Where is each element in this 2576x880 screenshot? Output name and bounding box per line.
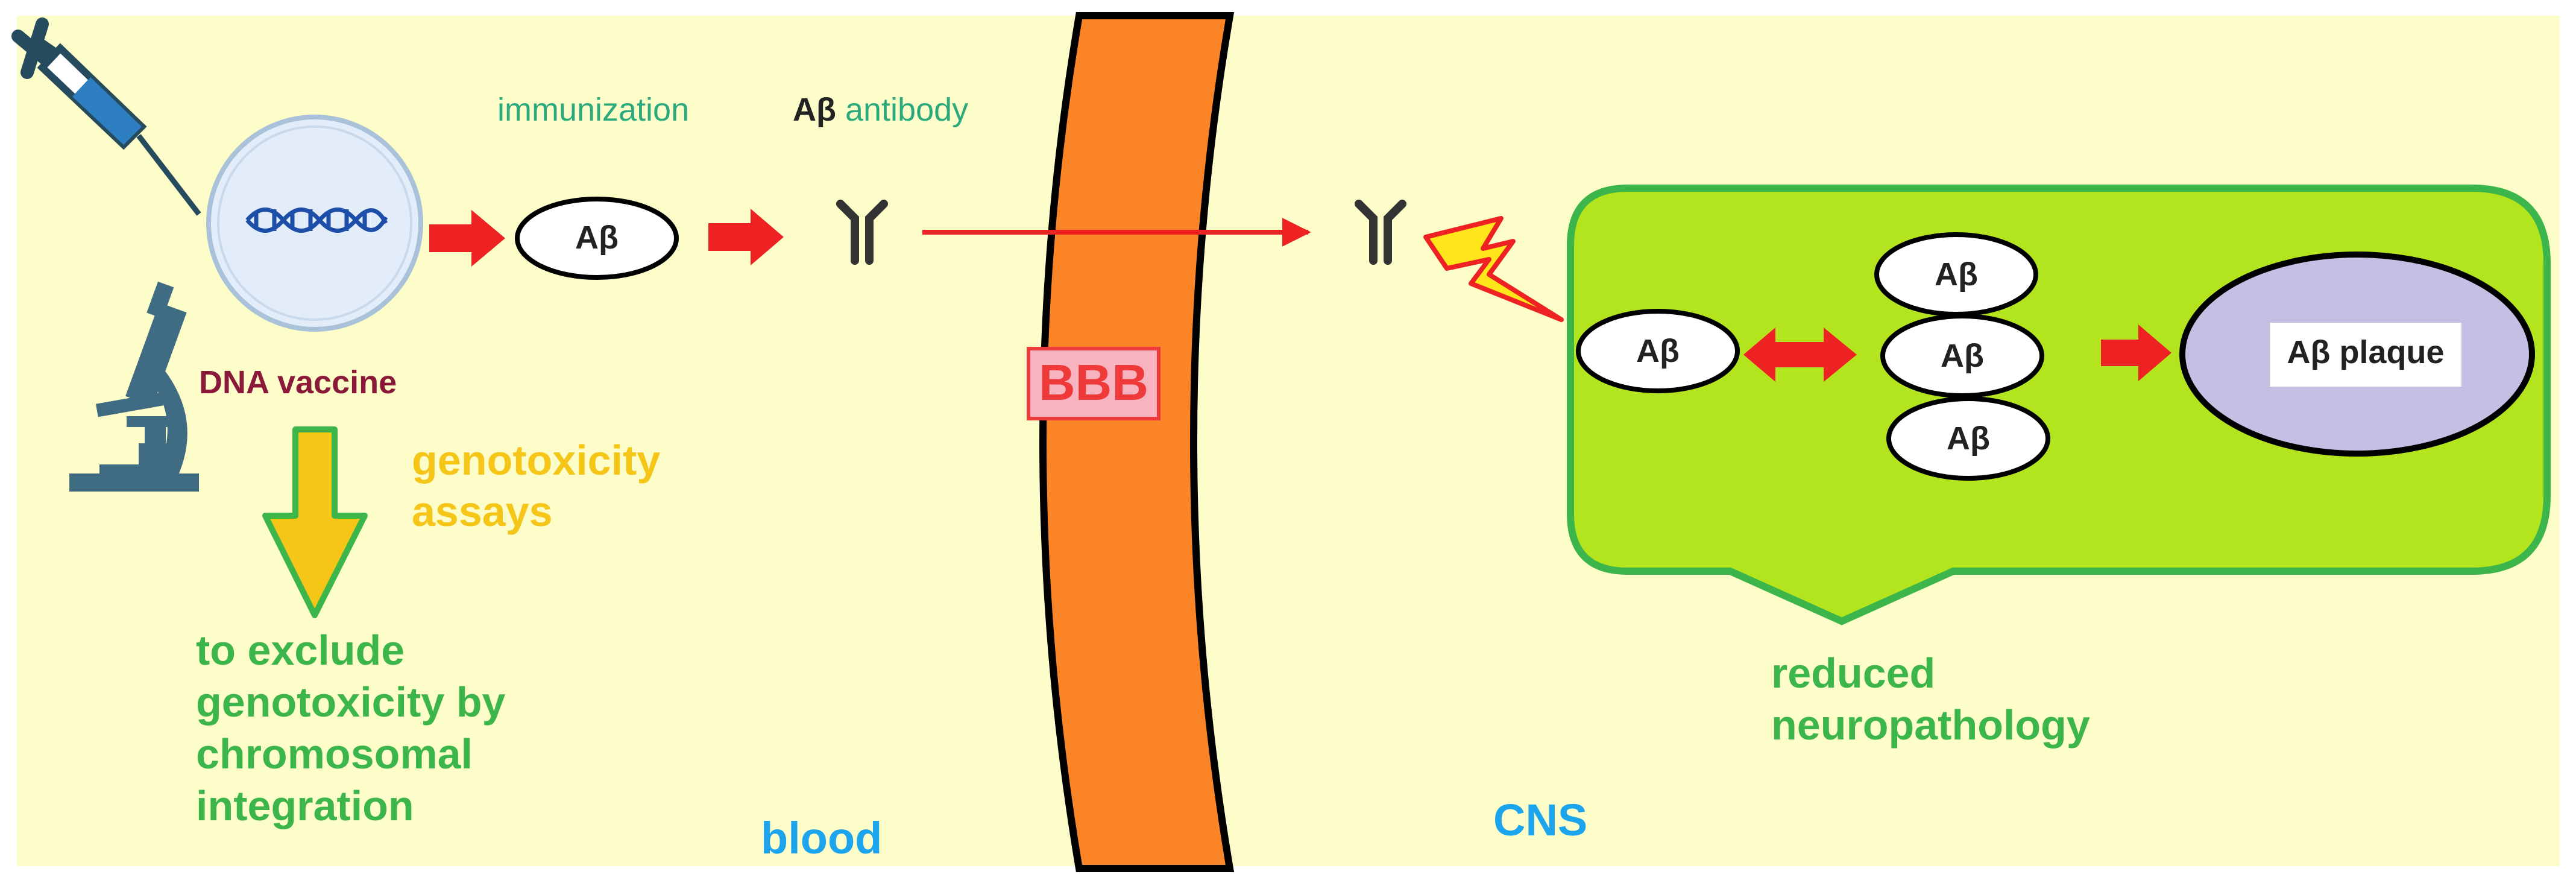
- reduced-line-1: reduced: [1771, 650, 1935, 697]
- bbb-label: BBB: [1039, 354, 1148, 411]
- genotoxicity-line-2: assays: [412, 488, 553, 535]
- ab-oligomer-label: Aβ: [1935, 256, 1978, 293]
- arrow-ab-to-antibody: [708, 209, 784, 265]
- ab-oligomer-label: Aβ: [1941, 338, 1984, 374]
- reduced-line-2: neuropathology: [1771, 701, 2090, 749]
- ab-oligomer-ellipse: [1886, 396, 2050, 481]
- reduced-neuropathology-label: reduced neuropathology: [1771, 650, 2090, 749]
- arrow-vaccine-to-ab: [429, 210, 505, 267]
- blood-brain-barrier-band: [1039, 12, 1235, 872]
- exclude-genotoxicity-label: to exclude genotoxicity by chromosomal i…: [196, 627, 517, 829]
- ab-antibody-label: Aβ antibody: [793, 92, 968, 128]
- blood-label: blood: [761, 813, 882, 863]
- ab-oligomer-ellipse: [1880, 314, 2044, 398]
- dna-icon: [245, 207, 388, 233]
- microscope-icon: [69, 281, 199, 492]
- ab-peptide-ellipse: [515, 197, 679, 280]
- ab-plaque-label: Aβ plaque: [2287, 334, 2445, 370]
- antibody-icon: [1355, 200, 1406, 265]
- genotoxicity-assays-label: genotoxicity assays: [412, 437, 672, 535]
- dna-vaccine-label: DNA vaccine: [199, 364, 397, 400]
- ab-monomer-label: Aβ: [1636, 333, 1680, 369]
- exclude-line-1: to exclude: [196, 627, 405, 674]
- syringe-icon: [11, 17, 201, 216]
- exclude-line-3: chromosomal: [196, 730, 473, 777]
- ab-plaque-label-box: [2270, 323, 2461, 387]
- equilibrium-double-arrow: [1743, 328, 1857, 382]
- ab-monomer-ellipse: [1576, 309, 1740, 393]
- antibody-icon: [836, 200, 888, 265]
- ab-peptide-label: Aβ: [575, 220, 619, 256]
- bbb-label-box: [1027, 347, 1160, 420]
- immunization-label: immunization: [497, 92, 689, 128]
- cns-label: CNS: [1493, 795, 1587, 845]
- arrow-oligomer-to-plaque: [2101, 324, 2171, 381]
- genotoxicity-line-1: genotoxicity: [412, 437, 660, 484]
- ab-oligomer-label: Aβ: [1947, 420, 1990, 457]
- exclude-line-4: integration: [196, 782, 414, 829]
- exclude-line-2: genotoxicity by: [196, 679, 505, 726]
- down-arrow-genotoxicity: [262, 426, 368, 618]
- lightning-icon: [1423, 216, 1564, 322]
